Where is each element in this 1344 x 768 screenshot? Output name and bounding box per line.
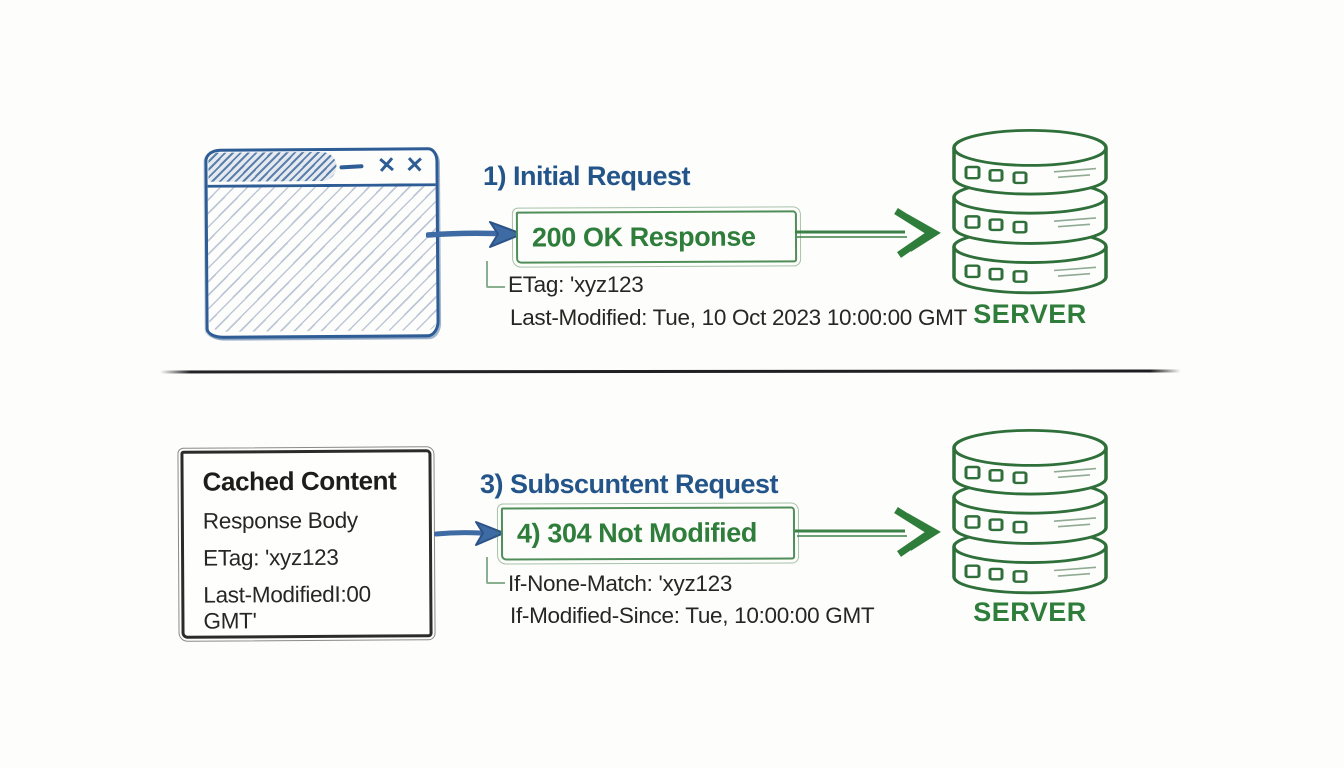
server-label: SERVER	[973, 597, 1087, 627]
close-icon: ✕	[376, 151, 397, 179]
cached-content-box: Cached Content Response Body ETag: 'xyz1…	[176, 445, 437, 643]
response-304-box: 4) 304 Not Modified	[496, 502, 800, 565]
last-modified-header: Last-Modified: Tue, 10 Oct 2023 10:00:00…	[510, 305, 968, 330]
section-divider	[159, 369, 1182, 374]
minimize-icon	[339, 164, 364, 170]
request-arrow-blue	[426, 221, 523, 248]
close-icon: ✕	[404, 151, 425, 178]
cached-etag: ETag: 'xyz123	[203, 544, 339, 571]
step-1-title: 1) Initial Request	[483, 161, 691, 191]
titlebar-scribble	[208, 151, 337, 182]
request-arrow-blue	[434, 521, 505, 546]
etag-header: ETag: 'xyz123	[508, 272, 644, 297]
step-3-title: 3) Subscuntent Request	[480, 469, 779, 499]
if-none-match-header: If-None-Match: 'xyz123	[508, 571, 733, 596]
cached-last-modified: Last-ModifiedI:00 GMT'	[203, 581, 371, 634]
cached-content-title: Cached Content	[202, 465, 397, 497]
connector-bracket	[486, 261, 505, 288]
response-200-box: 200 OK Response	[511, 206, 802, 268]
browser-titlebar: ✕ ✕	[207, 150, 436, 188]
response-arrow-green	[795, 507, 941, 557]
if-modified-since-header: If-Modified-Since: Tue, 10:00:00 GMT	[510, 603, 875, 628]
server-icon	[952, 128, 1108, 295]
response-arrow-green	[795, 208, 941, 258]
cached-response-body: Response Body	[202, 507, 358, 534]
connector-bracket	[486, 557, 505, 584]
server-label: SERVER	[973, 299, 1087, 329]
server-icon	[952, 428, 1108, 595]
browser-window-icon: ✕ ✕	[204, 147, 440, 339]
browser-page-hatching	[207, 186, 437, 332]
